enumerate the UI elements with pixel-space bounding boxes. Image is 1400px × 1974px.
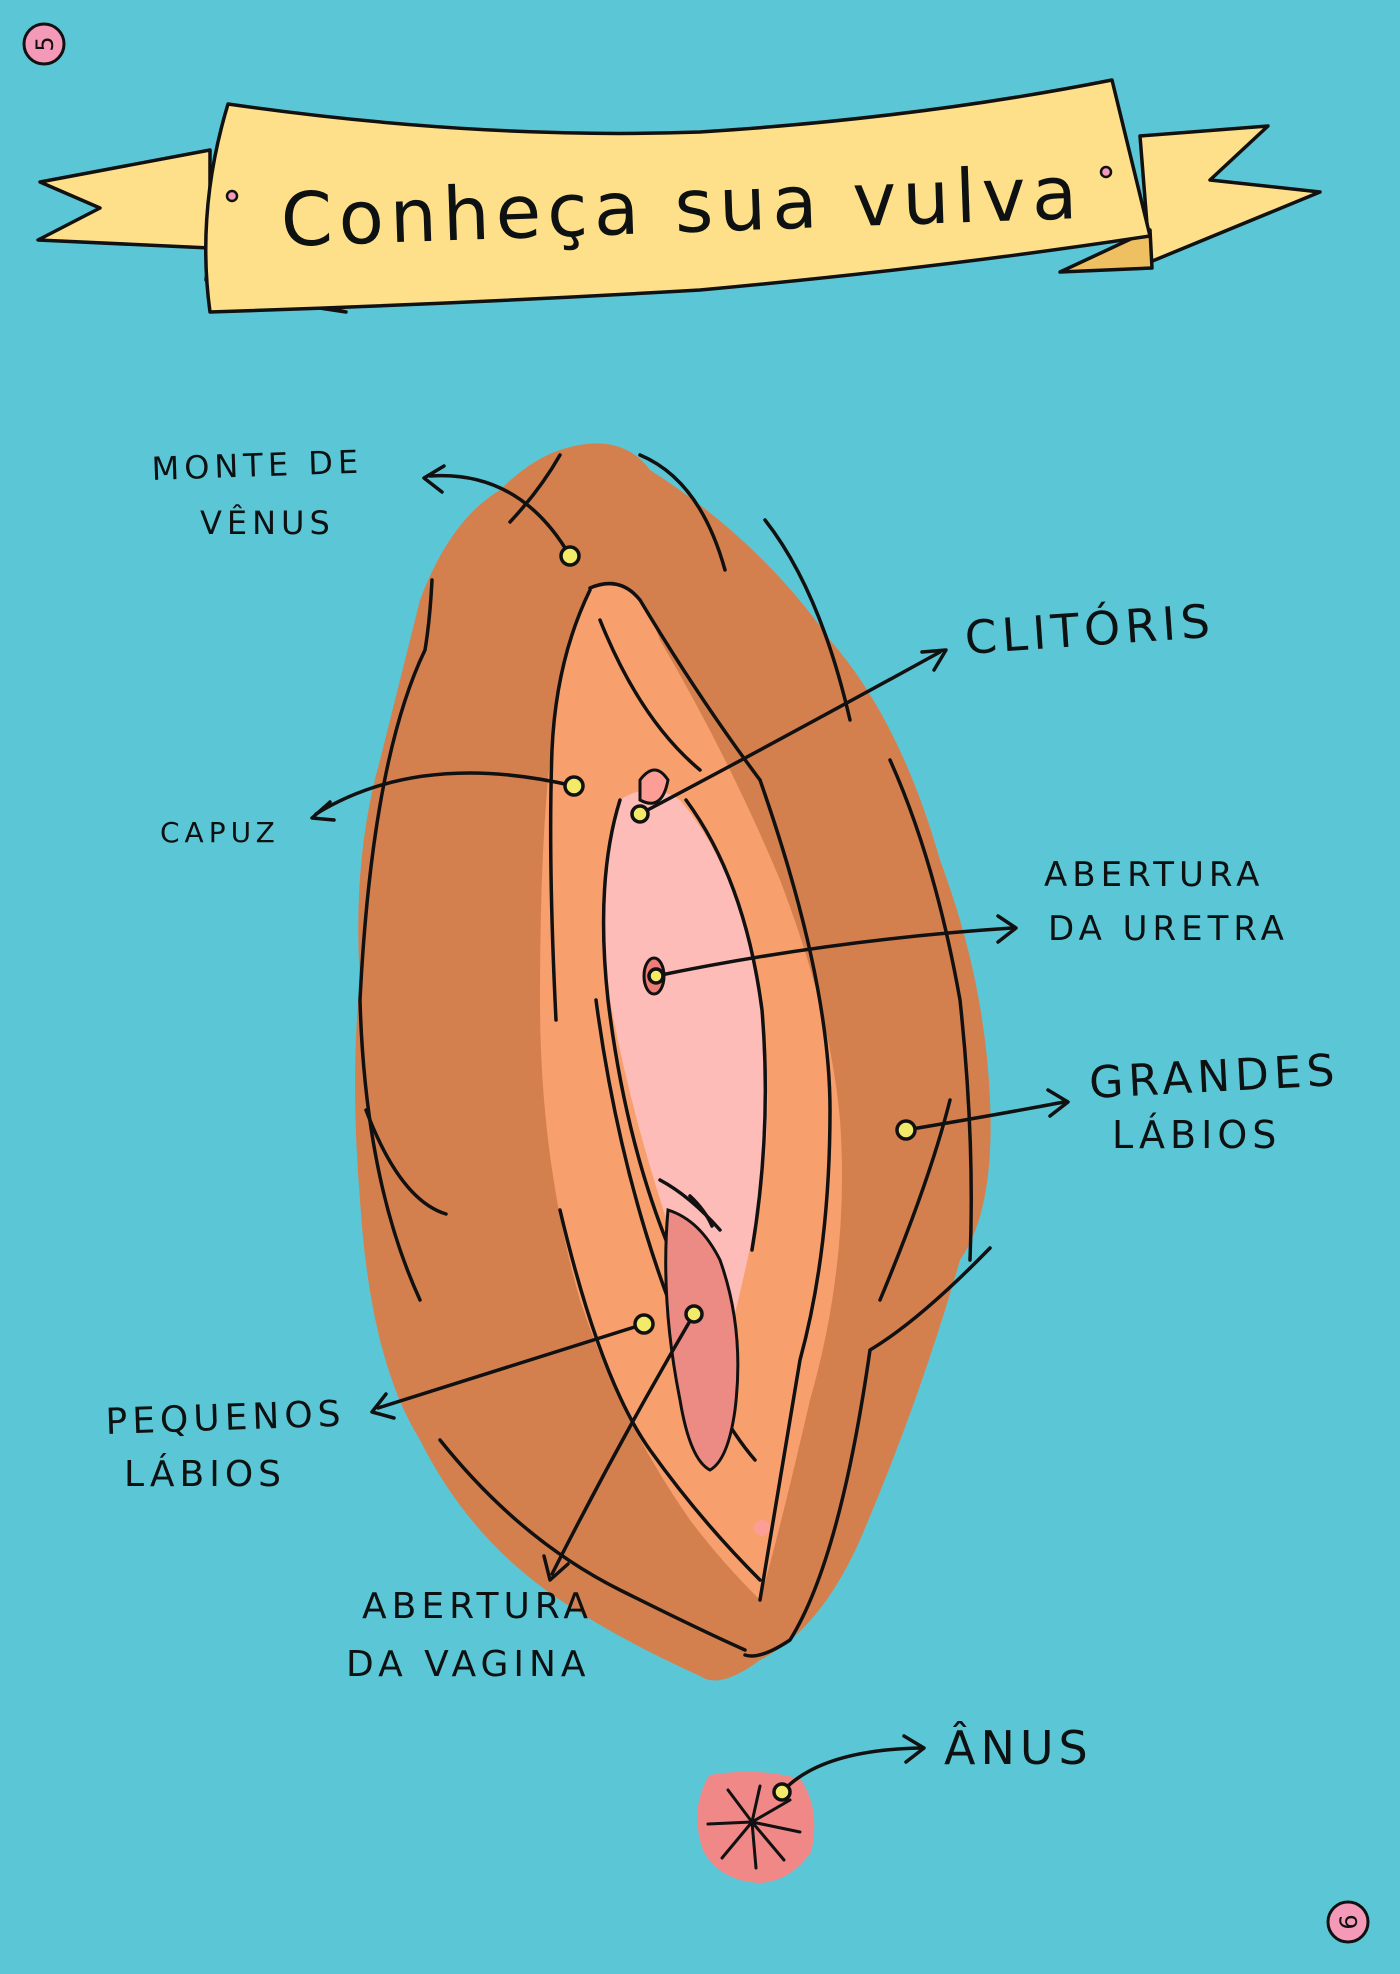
label-abertura-uretra-line2: DA URETRA xyxy=(1048,909,1289,949)
page-number-left-badge: 5 xyxy=(22,22,66,66)
vulva-illustration xyxy=(355,443,992,1681)
label-monte-de-venus-line2: VÊNUS xyxy=(200,504,335,542)
anus-illustration xyxy=(697,1771,815,1884)
annotation-arrows xyxy=(310,464,1070,1802)
label-anus: ÂNUS xyxy=(944,1721,1093,1775)
label-abertura-vagina-line1: ABERTURA xyxy=(362,1586,593,1627)
label-pequenos-labios-line2: LÁBIOS xyxy=(124,1453,286,1495)
page-number-right-badge: 6 xyxy=(1326,1900,1370,1944)
label-grandes-labios-line2: LÁBIOS xyxy=(1112,1113,1281,1157)
label-capuz: CAPUZ xyxy=(160,816,280,849)
label-monte-de-venus-line1: MONTE DE xyxy=(151,443,364,488)
page-number-left: 5 xyxy=(31,36,59,51)
label-grandes-labios-line1: GRANDES xyxy=(1088,1045,1341,1109)
label-abertura-uretra-line1: ABERTURA xyxy=(1044,855,1264,895)
label-pequenos-labios-line1: PEQUENOS xyxy=(105,1394,346,1443)
label-clitoris: CLITÓRIS xyxy=(963,594,1217,665)
title-banner: Conheça sua vulva xyxy=(36,78,1322,314)
page-number-right: 6 xyxy=(1335,1914,1363,1929)
label-abertura-vagina-line2: DA VAGINA xyxy=(346,1644,591,1685)
